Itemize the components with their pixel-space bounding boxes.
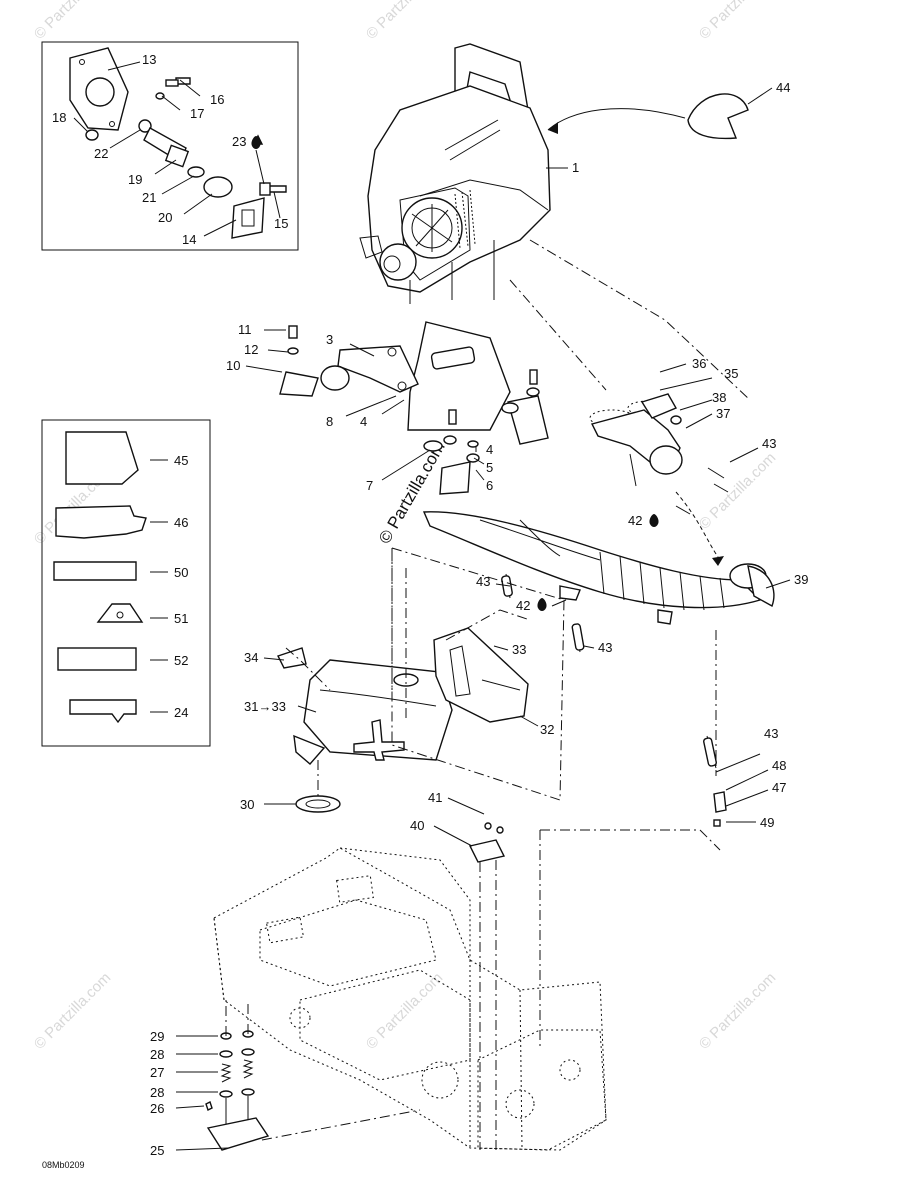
callout-label: 52: [174, 653, 188, 668]
watermark: © Partzilla.com: [31, 969, 114, 1052]
callout-label: 28: [150, 1047, 164, 1062]
callout-label: 38: [712, 390, 726, 405]
callout-label: 43: [764, 726, 778, 741]
watermark: © Partzilla.com: [31, 0, 114, 43]
callout-label: 16: [210, 92, 224, 107]
drawing-code: 08Mb0209: [42, 1160, 85, 1170]
callout-label: 14: [182, 232, 196, 247]
callout-label: 20: [158, 210, 172, 225]
callout-label: 43: [598, 640, 612, 655]
watermark: © Partzilla.com: [696, 969, 779, 1052]
callout-label: 27: [150, 1065, 164, 1080]
watermark: © Partzilla.com: [696, 0, 779, 43]
callout-label: 17: [190, 106, 204, 121]
watermark: © Partzilla.com: [363, 0, 446, 43]
callout-label: 50: [174, 565, 188, 580]
callout-label: 29: [150, 1029, 164, 1044]
callout-label: 4: [360, 414, 367, 429]
chassis-frame: [213, 847, 607, 1151]
callout-label: 39: [794, 572, 808, 587]
stud-assembly: [205, 1030, 270, 1151]
callout-label: 42: [628, 513, 642, 528]
callouts: 1 3 4 4 5 6 7 8 10 11 12 13 14 15 16 17 …: [52, 52, 808, 1158]
callout-label: 1: [572, 160, 579, 175]
adhesive-drop-icon: [251, 136, 261, 149]
callout-label: 31→33: [244, 699, 286, 714]
callout-label: 35: [724, 366, 738, 381]
callout-label: 33: [512, 642, 526, 657]
exhaust-manifold: [589, 393, 683, 487]
callout-label: 43: [476, 574, 490, 589]
callout-label: 32: [540, 722, 554, 737]
assembly-lines: [225, 239, 751, 1150]
callout-label: 19: [128, 172, 142, 187]
callout-label: 34: [244, 650, 258, 665]
watermark: © Partzilla.com: [696, 449, 779, 532]
adhesive-markers: [251, 136, 659, 611]
callout-label: 4: [486, 442, 493, 457]
callout-label: 11: [238, 322, 252, 337]
callout-label: 41: [428, 790, 442, 805]
tank-bracket-32: [433, 627, 529, 723]
inset-box-decals: [41, 419, 211, 747]
watermark: © Partzilla.com: [363, 969, 446, 1052]
decal-shapes: [53, 431, 147, 724]
callout-label: 43: [762, 436, 776, 451]
callout-label: 45: [174, 453, 188, 468]
callout-label: 15: [274, 216, 288, 231]
leader-lines: [73, 61, 791, 1151]
callout-label: 44: [776, 80, 790, 95]
callout-label: 25: [150, 1143, 164, 1158]
callout-label: 37: [716, 406, 730, 421]
callout-label: 51: [174, 611, 188, 626]
adhesive-drop-icon: [537, 598, 547, 611]
callout-label: 23: [232, 134, 246, 149]
callout-label: 10: [226, 358, 240, 373]
callout-label: 28: [150, 1085, 164, 1100]
callout-label: 21: [142, 190, 156, 205]
callout-label: 26: [150, 1101, 164, 1116]
callout-label: 8: [326, 414, 333, 429]
oil-tank: [277, 647, 453, 765]
callout-label: 47: [772, 780, 786, 795]
callout-label: 30: [240, 797, 254, 812]
adhesive-drop-icon: [649, 514, 659, 527]
callout-label: 40: [410, 818, 424, 833]
callout-label: 3: [326, 332, 333, 347]
callout-label: 13: [142, 52, 156, 67]
tuned-pipe: [422, 511, 775, 625]
engine-cover-44: [547, 93, 749, 140]
callout-label: 12: [244, 342, 258, 357]
callout-label: 36: [692, 356, 706, 371]
callout-label: 18: [52, 110, 66, 125]
small-brackets: [468, 791, 727, 863]
callout-label: 7: [366, 478, 373, 493]
engine-mount: [279, 321, 549, 495]
callout-label: 42: [516, 598, 530, 613]
callout-label: 22: [94, 146, 108, 161]
callout-label: 5: [486, 460, 493, 475]
center-watermark: © Partzilla.com: [375, 438, 449, 547]
springs: [501, 467, 729, 769]
callout-label: 48: [772, 758, 786, 773]
callout-label: 46: [174, 515, 188, 530]
callout-label: 6: [486, 478, 493, 493]
callout-label: 49: [760, 815, 774, 830]
callout-label: 24: [174, 705, 188, 720]
grommet-30: [295, 795, 341, 813]
engine-assembly: [359, 43, 551, 304]
inset-box-mount: [41, 41, 299, 251]
